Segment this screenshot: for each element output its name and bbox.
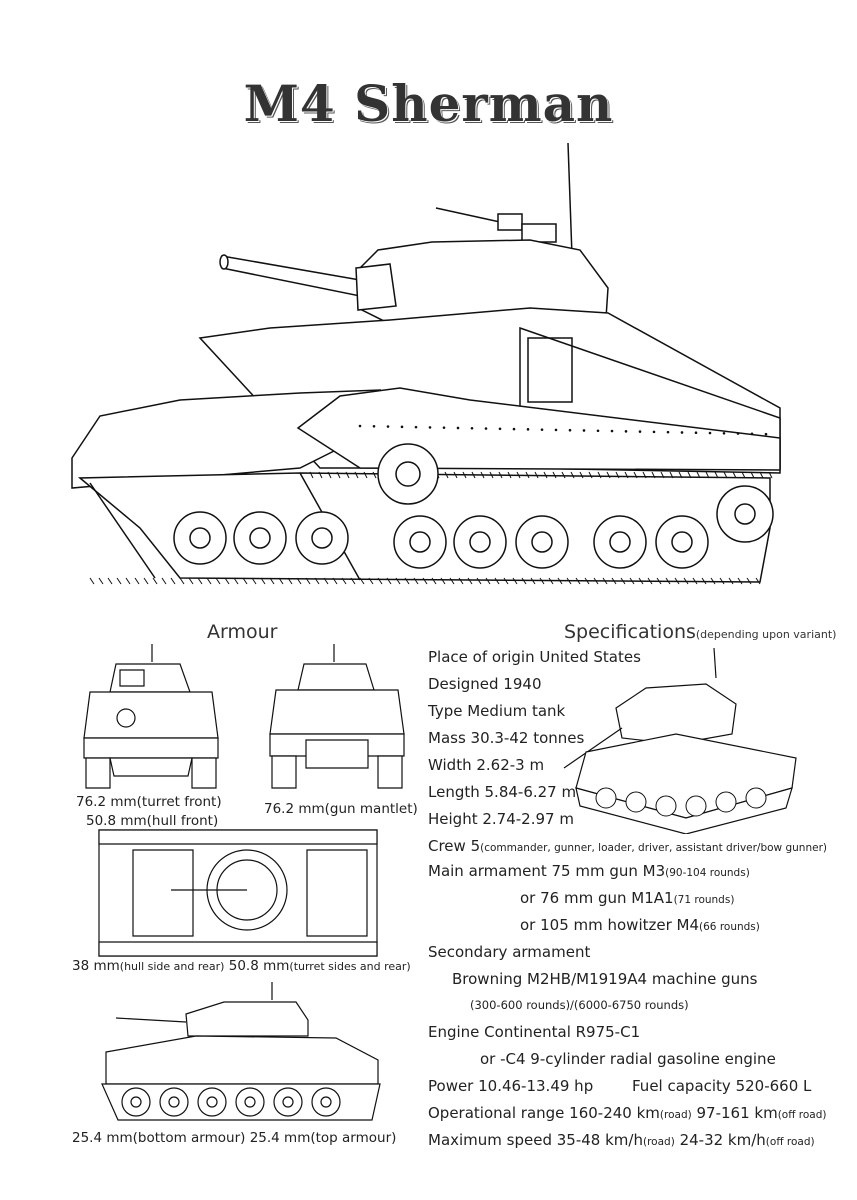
spec-secondary-3: (300-600 rounds)/(6000-6750 rounds)	[470, 998, 689, 1012]
spec-speed-road: (road)	[642, 1136, 675, 1148]
top-caption-b-note: (turret sides and rear)	[289, 960, 411, 973]
spec-main-1-text: Main armament 75 mm gun M3	[428, 862, 666, 880]
spec-engine-2: or -C4 9-cylinder radial gasoline engine	[480, 1050, 776, 1068]
front-caption-1: 76.2 mm(turret front)	[76, 794, 222, 810]
spec-width: Width 2.62-3 m	[428, 756, 545, 774]
spec-main-2-text: or 76 mm gun M1A1	[520, 889, 674, 907]
tank-rear-view-icon	[266, 642, 408, 792]
spec-crew-text: Crew 5	[428, 837, 481, 855]
rear-caption: 76.2 mm(gun mantlet)	[264, 801, 418, 817]
spec-length: Length 5.84-6.27 m	[428, 783, 577, 801]
armour-heading: Armour	[207, 621, 278, 643]
specs-heading: Specifications(depending upon variant)	[564, 621, 836, 643]
spec-main-3-note: (66 rounds)	[699, 921, 760, 933]
page-title: M4 Sherman	[243, 74, 614, 133]
tank-side-view-icon	[96, 980, 386, 1126]
spec-secondary: Secondary armament	[428, 943, 591, 961]
front-caption-2: 50.8 mm(hull front)	[86, 813, 219, 829]
side-caption: 25.4 mm(bottom armour) 25.4 mm(top armou…	[72, 1130, 397, 1146]
spec-range-text: Operational range 160-240 km	[428, 1104, 660, 1122]
spec-main-3: or 105 mm howitzer M4(66 rounds)	[520, 916, 760, 934]
spec-main-2: or 76 mm gun M1A1(71 rounds)	[520, 889, 734, 907]
spec-range-off: 97-161 km	[696, 1104, 778, 1122]
spec-engine: Engine Continental R975-C1	[428, 1023, 641, 1041]
spec-speed-off: 24-32 km/h	[679, 1131, 766, 1149]
tank-front-view-icon	[80, 642, 222, 792]
spec-secondary-2: Browning M2HB/M1919A4 machine guns	[452, 970, 758, 988]
spec-designed: Designed 1940	[428, 675, 542, 693]
spec-power: Power 10.46-13.49 hp	[428, 1077, 594, 1095]
spec-crew: Crew 5(commander, gunner, loader, driver…	[428, 837, 827, 855]
spec-speed-off-note: (off road)	[765, 1136, 815, 1148]
spec-range-off-note: (off road)	[777, 1109, 827, 1121]
spec-range: Operational range 160-240 km(road) 97-16…	[428, 1104, 827, 1122]
spec-type: Type Medium tank	[428, 702, 566, 720]
spec-speed: Maximum speed 35-48 km/h(road) 24-32 km/…	[428, 1131, 815, 1149]
spec-main-3-text: or 105 mm howitzer M4	[520, 916, 700, 934]
spec-height: Height 2.74-2.97 m	[428, 810, 574, 828]
spec-range-road: (road)	[659, 1109, 692, 1121]
spec-fuel: Fuel capacity 520-660 L	[632, 1077, 812, 1095]
tank-isometric-icon	[556, 648, 800, 834]
tank-main-drawing-icon	[60, 138, 805, 600]
tank-top-view-icon	[97, 828, 379, 958]
spec-main-1-note: (90-104 rounds)	[665, 867, 750, 879]
specs-heading-note: (depending upon variant)	[695, 628, 837, 641]
spec-place: Place of origin United States	[428, 648, 641, 666]
spec-main-2-note: (71 rounds)	[673, 894, 735, 906]
top-caption-a: 38 mm	[72, 958, 120, 974]
spec-main-1: Main armament 75 mm gun M3(90-104 rounds…	[428, 862, 750, 880]
spec-crew-note: (commander, gunner, loader, driver, assi…	[480, 842, 827, 854]
spec-mass: Mass 30.3-42 tonnes	[428, 729, 585, 747]
top-caption: 38 mm(hull side and rear) 50.8 mm(turret…	[72, 958, 411, 974]
top-caption-b: 50.8 mm	[228, 958, 290, 974]
top-caption-a-note: (hull side and rear)	[119, 960, 225, 973]
specs-heading-text: Specifications	[564, 621, 696, 643]
spec-speed-text: Maximum speed 35-48 km/h	[428, 1131, 643, 1149]
